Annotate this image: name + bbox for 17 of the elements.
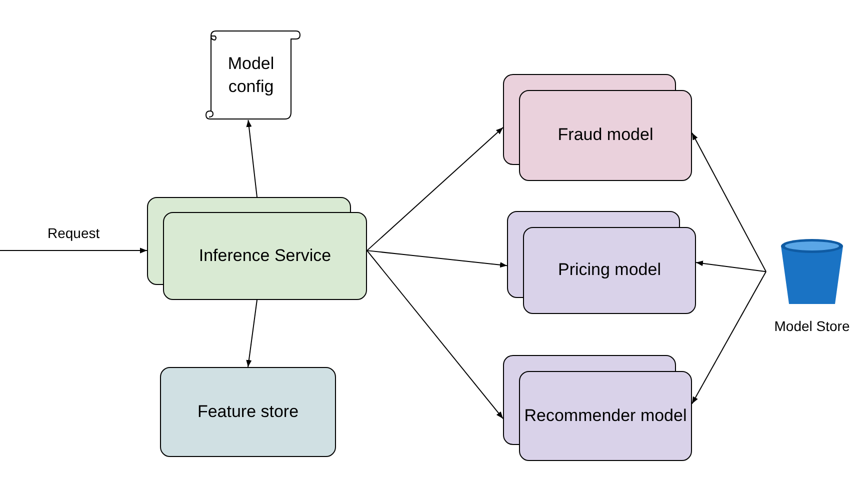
service-card: Recommender model xyxy=(519,371,692,461)
node-label: Model config xyxy=(226,53,276,98)
arrow xyxy=(692,132,766,272)
arrow xyxy=(366,127,504,252)
arrow xyxy=(246,120,258,198)
document-scroll xyxy=(205,30,301,120)
store-card: Feature store xyxy=(160,367,336,457)
arrow xyxy=(366,250,508,268)
arrow xyxy=(0,248,148,254)
arrow xyxy=(366,250,504,420)
arrow xyxy=(692,271,766,404)
service-card: Fraud model xyxy=(519,90,692,181)
store-label: Model Store xyxy=(773,318,851,334)
service-card: Pricing model xyxy=(523,227,696,314)
arrow xyxy=(246,300,258,368)
arrow xyxy=(696,260,766,272)
service-card: Inference Service xyxy=(163,212,367,300)
